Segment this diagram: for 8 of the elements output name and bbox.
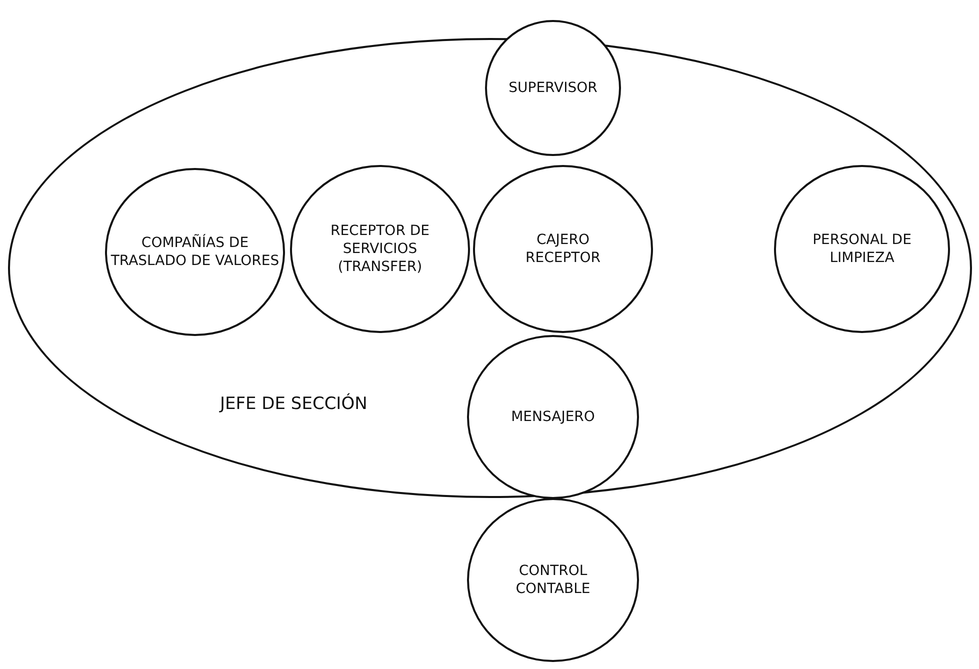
role-label: COMPAÑÍAS DE TRASLADO DE VALORES — [110, 234, 280, 270]
role-label: CONTROL CONTABLE — [514, 562, 592, 598]
role-label: PERSONAL DE LIMPIEZA — [812, 231, 912, 267]
role-label: SUPERVISOR — [508, 79, 598, 97]
role-label: RECEPTOR DE SERVICIOS (TRANSFER) — [329, 222, 430, 276]
role-label: MENSAJERO — [510, 408, 596, 426]
role-label: CAJERO RECEPTOR — [524, 231, 602, 267]
role-label: JEFE DE SECCIÓN — [220, 395, 368, 413]
